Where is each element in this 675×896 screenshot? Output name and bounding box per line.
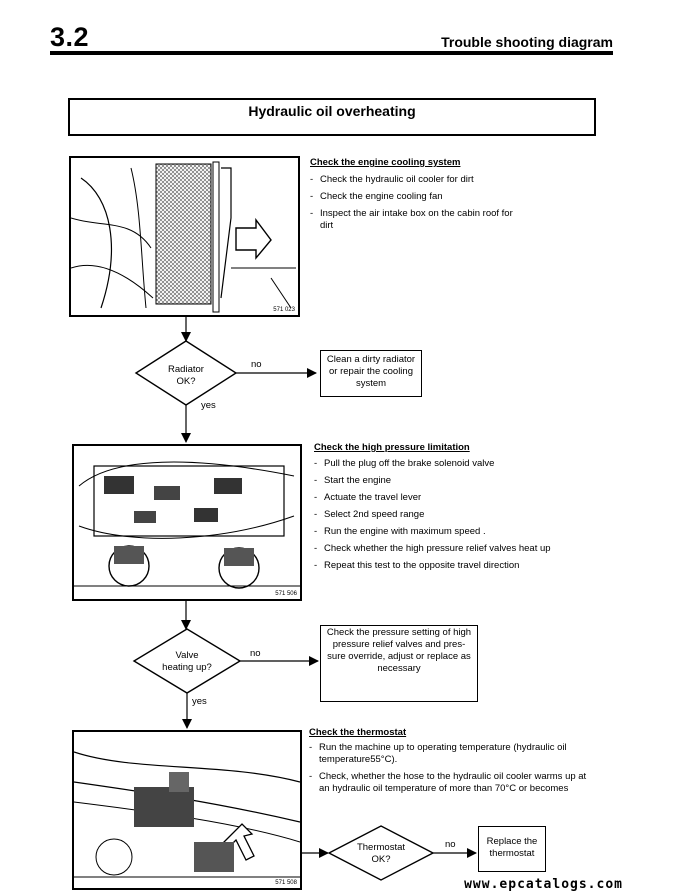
photo-code: 571 023	[273, 307, 295, 313]
step-list: Check the hydraulic oil cooler for dirt …	[310, 174, 525, 232]
decision-label-line: Thermostat	[356, 842, 406, 853]
decision-diamond-radiator	[134, 340, 238, 406]
action-line: thermostat	[489, 848, 535, 859]
action-box-radiator: Clean a dirty radiator or repair the coo…	[320, 350, 422, 397]
diagram-title: Hydraulic oil overheating	[248, 103, 416, 119]
edge-label-yes: yes	[201, 400, 216, 411]
step-engine-cooling: Check the engine cooling system Check th…	[310, 157, 610, 237]
decision-diamond-valve	[132, 628, 242, 694]
watermark: www.epcatalogs.com	[464, 877, 623, 892]
section-number: 3.2	[50, 22, 90, 52]
action-line: Replace the	[486, 836, 538, 847]
decision-label-thermostat: Thermostat OK?	[341, 842, 421, 866]
photo-thermostat: 571 508	[72, 730, 302, 890]
decision-label-line: OK?	[176, 376, 196, 387]
step-heading: Check the thermostat	[309, 727, 407, 738]
header-title: Trouble shooting diagram	[441, 34, 613, 50]
action-line: necessary	[377, 663, 421, 674]
list-item: Actuate the travel lever	[314, 492, 614, 504]
photo-high-pressure-drawing	[74, 461, 300, 589]
action-line: Check the pressure setting of high	[326, 627, 472, 638]
photo-high-pressure: 571 506	[72, 444, 302, 601]
action-line: system	[355, 378, 387, 389]
step-list: Run the machine up to operating temperat…	[309, 742, 599, 795]
decision-label-line: heating up?	[162, 662, 212, 673]
action-line: or repair the cooling	[329, 366, 413, 377]
decision-diamond-thermostat	[327, 825, 435, 881]
list-item: Inspect the air intake box on the cabin …	[310, 208, 525, 232]
edge-label-no: no	[251, 359, 262, 370]
photo-thermostat-drawing	[74, 751, 300, 878]
edge-label-no: no	[445, 839, 456, 850]
list-item: Repeat this test to the opposite travel …	[314, 560, 614, 572]
step-heading: Check the high pressure limitation	[314, 442, 470, 453]
list-item: Start the engine	[314, 475, 614, 487]
edge-label-yes: yes	[192, 696, 207, 707]
photo-code: 571 508	[275, 880, 297, 886]
decision-label-radiator: Radiator OK?	[146, 364, 226, 388]
step-thermostat: Check the thermostat Run the machine up …	[309, 727, 609, 800]
photo-engine-cooling-drawing	[71, 161, 296, 313]
step-list: Pull the plug off the brake solenoid val…	[314, 458, 614, 572]
step-high-pressure: Check the high pressure limitation Pull …	[314, 442, 614, 577]
step-heading: Check the engine cooling system	[310, 157, 461, 168]
action-box-valve: Check the pressure setting of high press…	[320, 625, 478, 702]
list-item: Pull the plug off the brake solenoid val…	[314, 458, 614, 470]
decision-label-line: Radiator	[168, 364, 204, 375]
decision-label-line: OK?	[371, 854, 391, 865]
decision-label-valve: Valve heating up?	[147, 650, 227, 674]
list-item: Check the hydraulic oil cooler for dirt	[310, 174, 525, 186]
diagram-title-box: Hydraulic oil overheating	[68, 98, 596, 136]
list-item: Select 2nd speed range	[314, 509, 614, 521]
action-box-thermostat: Replace the thermostat	[478, 826, 546, 872]
list-item: Check, whether the hose to the hydraulic…	[309, 771, 599, 795]
list-item: Check whether the high pressure relief v…	[314, 543, 614, 555]
photo-code: 571 506	[275, 591, 297, 597]
action-line: sure override, adjust or replace as	[327, 651, 471, 662]
list-item: Run the engine with maximum speed .	[314, 526, 614, 538]
edge-label-no: no	[250, 648, 261, 659]
header-rule	[50, 51, 613, 55]
decision-label-line: Valve	[175, 650, 199, 661]
action-line: pressure relief valves and pres-	[332, 639, 466, 650]
list-item: Run the machine up to operating temperat…	[309, 742, 599, 766]
action-line: Clean a dirty radiator	[326, 354, 416, 365]
photo-engine-cooling: 571 023	[69, 156, 300, 317]
list-item: Check the engine cooling fan	[310, 191, 525, 203]
